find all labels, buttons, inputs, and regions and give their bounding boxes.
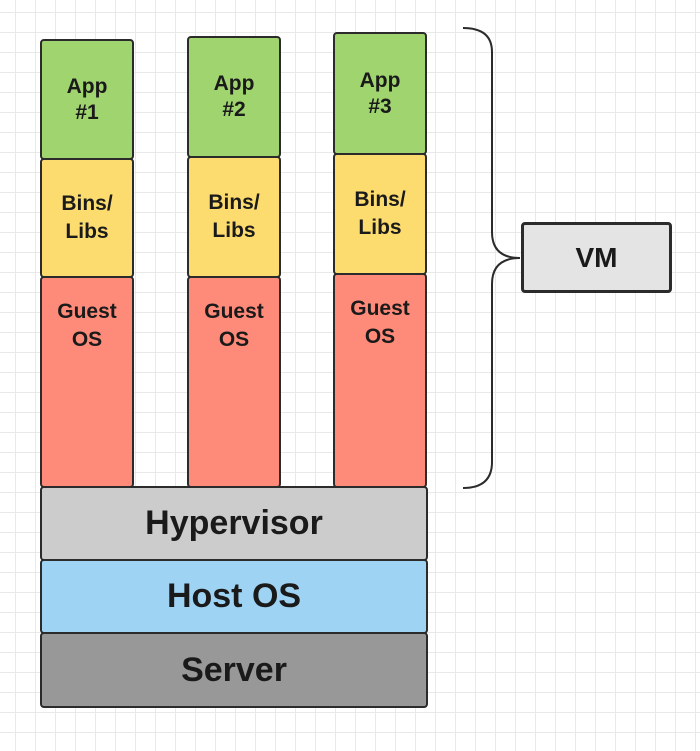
guest-os-1-label-line-1: Guest	[57, 300, 117, 323]
guest-os-3-box: Guest OS	[333, 273, 427, 488]
host-os-label: Host OS	[166, 577, 302, 615]
app-2-label-line-2: #2	[222, 98, 246, 121]
app-1-label-line-2: #1	[75, 100, 99, 124]
guest-os-2-label-line-1: Guest	[204, 300, 264, 323]
app-1-box: App #1	[40, 39, 134, 160]
guest-os-3-label-line-1: Guest	[350, 297, 410, 320]
app-1-label-line-1: App	[66, 74, 108, 98]
guest-os-2-box: Guest OS	[187, 276, 281, 488]
guest-os-3-label-line-2: OS	[364, 325, 396, 348]
guest-os-1-box: Guest OS	[40, 276, 134, 488]
app-2-box: App #2	[187, 36, 281, 158]
bins-libs-1-label-line-2: Libs	[65, 220, 109, 243]
server-label: Server	[181, 650, 287, 689]
host-os-layer: Host OS	[40, 559, 428, 634]
bins-libs-1-box: Bins/ Libs	[40, 158, 134, 278]
guest-os-1-label-line-2: OS	[71, 328, 103, 351]
bins-libs-3-label-line-1: Bins/	[354, 188, 406, 211]
bins-libs-2-box: Bins/ Libs	[187, 156, 281, 278]
guest-os-2-label-line-2: OS	[218, 328, 250, 351]
bins-libs-3-box: Bins/ Libs	[333, 153, 427, 275]
bins-libs-1-label-line-1: Bins/	[61, 192, 113, 215]
bins-libs-3-label-line-2: Libs	[358, 216, 402, 239]
vm-label-box: VM	[521, 222, 672, 293]
app-2-label-line-1: App	[213, 72, 255, 95]
server-layer: Server	[40, 632, 428, 708]
vm-label: VM	[575, 241, 618, 273]
app-3-label-line-1: App	[359, 68, 401, 92]
bins-libs-2-label-line-2: Libs	[212, 219, 256, 242]
app-3-label-line-2: #3	[368, 94, 392, 118]
app-3-box: App #3	[333, 32, 427, 155]
hypervisor-layer: Hypervisor	[40, 486, 428, 561]
bins-libs-2-label-line-1: Bins/	[208, 191, 260, 214]
hypervisor-label: Hypervisor	[145, 504, 323, 542]
